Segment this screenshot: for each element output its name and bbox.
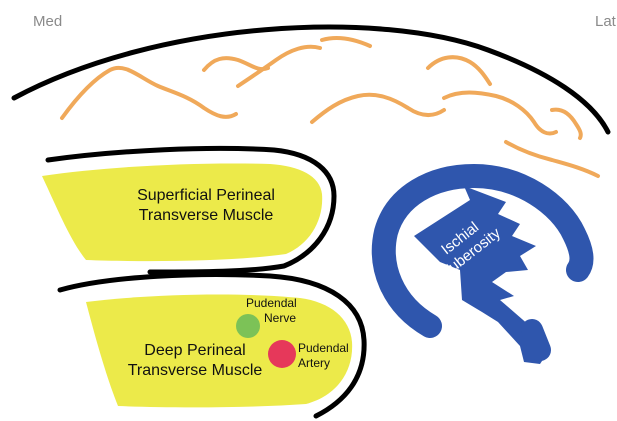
deep-muscle-label: Deep Perineal Transverse Muscle	[110, 341, 280, 381]
pudendal-artery-label-line2: Artery	[298, 356, 349, 371]
vessel-waves	[62, 38, 598, 176]
skin-line	[14, 27, 608, 132]
vessel-wave	[444, 93, 556, 134]
superficial-muscle-label-line2: Transverse Muscle	[106, 206, 306, 226]
superficial-muscle-label-line1: Superficial Perineal	[106, 186, 306, 206]
pudendal-nerve-label-line1: Pudendal	[246, 296, 297, 311]
vessel-wave	[312, 95, 444, 122]
deep-muscle-label-line1: Deep Perineal	[110, 341, 280, 361]
medial-label: Med	[33, 13, 62, 30]
lateral-label: Lat	[595, 13, 616, 30]
vessel-wave	[322, 38, 370, 46]
ischial-tuberosity-tip	[532, 330, 540, 350]
pudendal-artery-label: Pudendal Artery	[298, 341, 349, 371]
pudendal-artery-label-line1: Pudendal	[298, 341, 349, 356]
vessel-wave	[62, 68, 236, 118]
deep-muscle-label-line2: Transverse Muscle	[110, 361, 280, 381]
pudendal-nerve-label: Pudendal Nerve	[246, 296, 297, 326]
pudendal-nerve-label-line2: Nerve	[246, 311, 297, 326]
superficial-muscle-label: Superficial Perineal Transverse Muscle	[106, 186, 306, 226]
vessel-wave	[204, 58, 268, 70]
vessel-wave	[506, 142, 598, 176]
vessel-wave	[428, 57, 490, 84]
